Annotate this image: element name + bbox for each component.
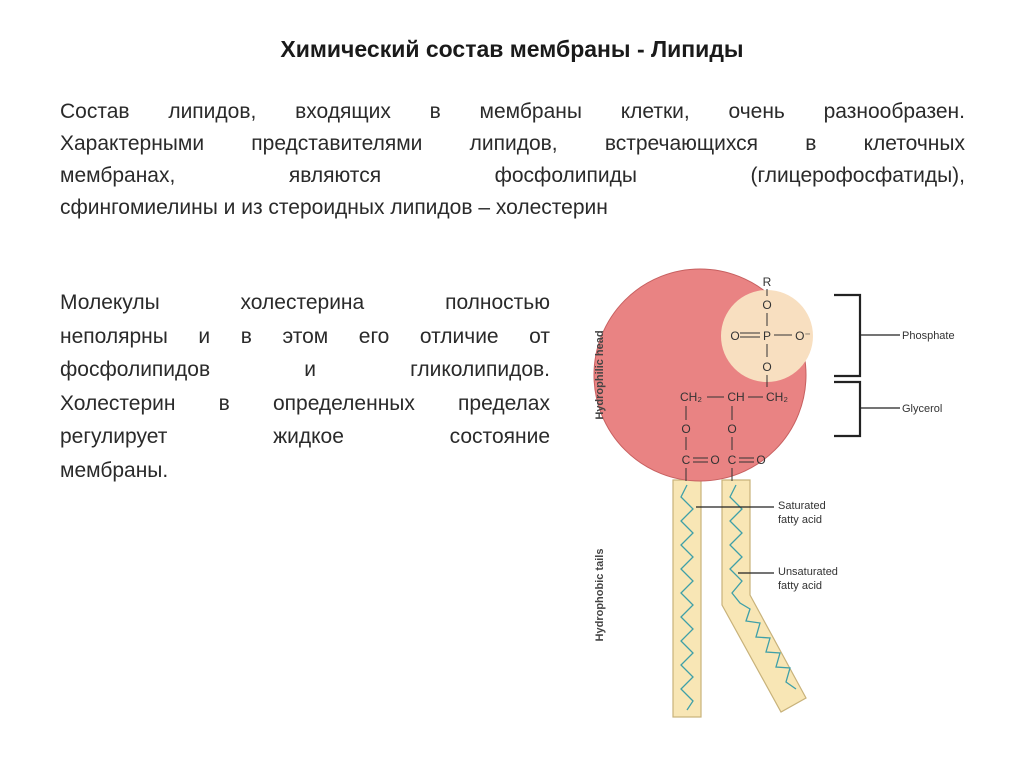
hydrophilic-head-label: Hydrophilic head [594, 330, 606, 419]
saturated-label-line2: fatty acid [778, 514, 822, 526]
unsaturated-label-line1: Unsaturated [778, 566, 838, 578]
intro-line: Состав липидов, входящих в мембраны клет… [60, 100, 965, 123]
carbon-atom: C [682, 453, 691, 467]
ch-group: CH [727, 390, 744, 404]
carbon-atom: C [728, 453, 737, 467]
oxygen-atom: O [762, 360, 771, 374]
page-title: Химический состав мембраны - Липиды [280, 36, 744, 62]
cholesterol-paragraph: Молекулы холестерина полностью неполярны… [60, 286, 550, 487]
glycerol-label: Glycerol [902, 403, 942, 415]
intro-line: сфингомиелины и из стероидных липидов – … [60, 196, 608, 219]
cholesterol-line: неполярны и в этом его отличие от [60, 324, 550, 348]
cholesterol-line: Молекулы холестерина полностью [60, 291, 550, 314]
oxygen-atom: O [681, 422, 690, 436]
intro-line: мембранах, являются фосфолипиды (глицеро… [60, 164, 965, 187]
cholesterol-line: Холестерин в определенных пределах [60, 391, 550, 415]
ch2-group: CH₂ [766, 390, 788, 404]
saturated-zigzag [680, 484, 694, 711]
oxygen-atom: O [730, 329, 739, 343]
unsaturated-tail [721, 479, 807, 713]
ch2-group: CH₂ [680, 390, 702, 404]
phospholipid-diagram: R O P O O⁻ O CH₂ CH CH₂ O O C O C O Phos… [593, 268, 955, 718]
glycerol-bracket [834, 380, 862, 438]
oxygen-atom: O [727, 422, 736, 436]
saturated-label-line1: Saturated [778, 500, 826, 512]
oxygen-ion: O⁻ [795, 329, 811, 343]
hydrophobic-tails-label: Hydrophobic tails [594, 549, 606, 642]
oxygen-atom: O [756, 453, 765, 467]
oxygen-atom: O [762, 298, 771, 312]
phosphorus-atom: P [763, 329, 771, 343]
cholesterol-line: регулирует жидкое состояние [60, 425, 550, 448]
oxygen-atom: O [710, 453, 719, 467]
unsaturated-label-line2: fatty acid [778, 580, 822, 592]
cholesterol-line: мембраны. [60, 458, 169, 482]
intro-line: Характерными представителями липидов, вс… [60, 132, 965, 155]
phosphate-bracket [834, 293, 862, 378]
phosphate-group [721, 290, 813, 382]
r-group: R [763, 275, 772, 289]
phosphate-label: Phosphate [902, 330, 955, 342]
unsaturated-zigzag [729, 484, 797, 690]
cholesterol-line: фосфолипидов и гликолипидов. [60, 358, 550, 381]
intro-paragraph: Состав липидов, входящих в мембраны клет… [60, 96, 965, 224]
